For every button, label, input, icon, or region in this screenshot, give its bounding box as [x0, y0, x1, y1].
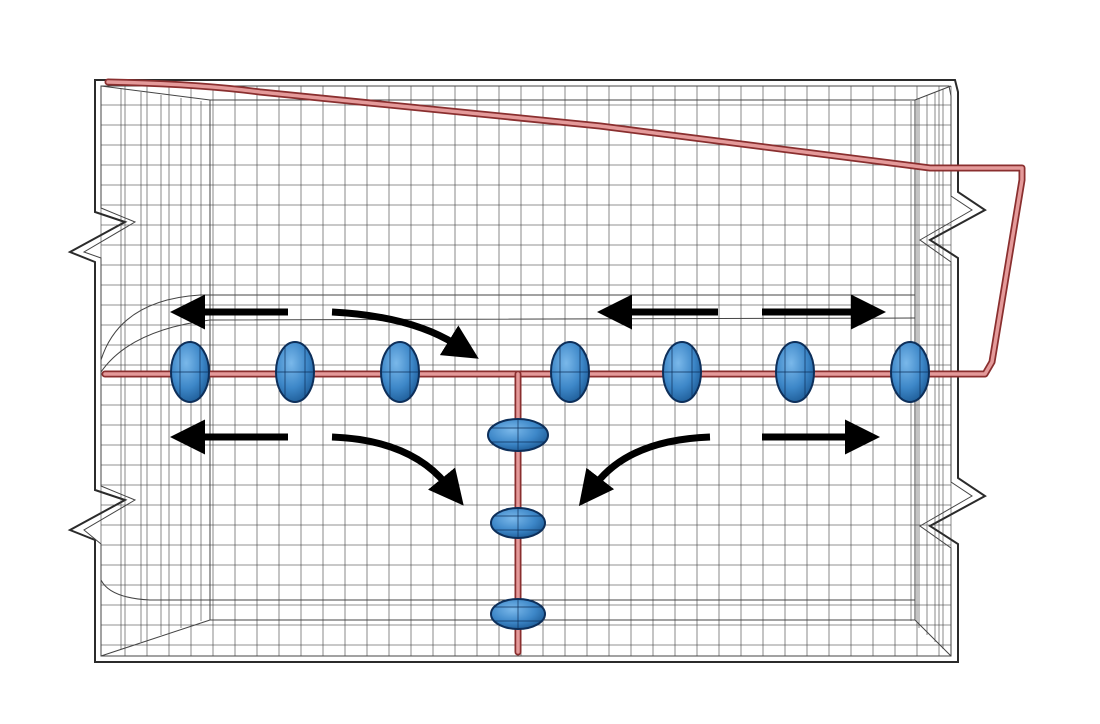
diffuser — [662, 341, 702, 403]
diffuser — [275, 341, 315, 403]
diffuser — [490, 598, 546, 630]
diffuser — [490, 507, 546, 539]
flow-arrow — [578, 433, 711, 507]
diffuser-group — [170, 341, 930, 630]
flow-arrow — [331, 308, 479, 359]
edge-top-left — [100, 85, 211, 101]
diffuser — [775, 341, 815, 403]
tank-outer-frame — [67, 79, 987, 663]
diffuser — [550, 341, 590, 403]
edge-bottom-right — [914, 619, 952, 657]
diffuser — [170, 341, 210, 403]
tank-floor-curve — [100, 579, 915, 601]
diffuser — [890, 341, 930, 403]
edge-bottom-left — [100, 619, 211, 657]
flow-arrows — [170, 294, 886, 507]
flow-arrow — [331, 433, 464, 506]
tank-outline — [67, 79, 987, 663]
edge-top-right — [914, 85, 952, 101]
diffuser — [487, 418, 549, 452]
tank-outer-frame-inner — [82, 85, 973, 657]
diffuser — [380, 341, 420, 403]
header-feed-pipe — [101, 78, 1026, 378]
